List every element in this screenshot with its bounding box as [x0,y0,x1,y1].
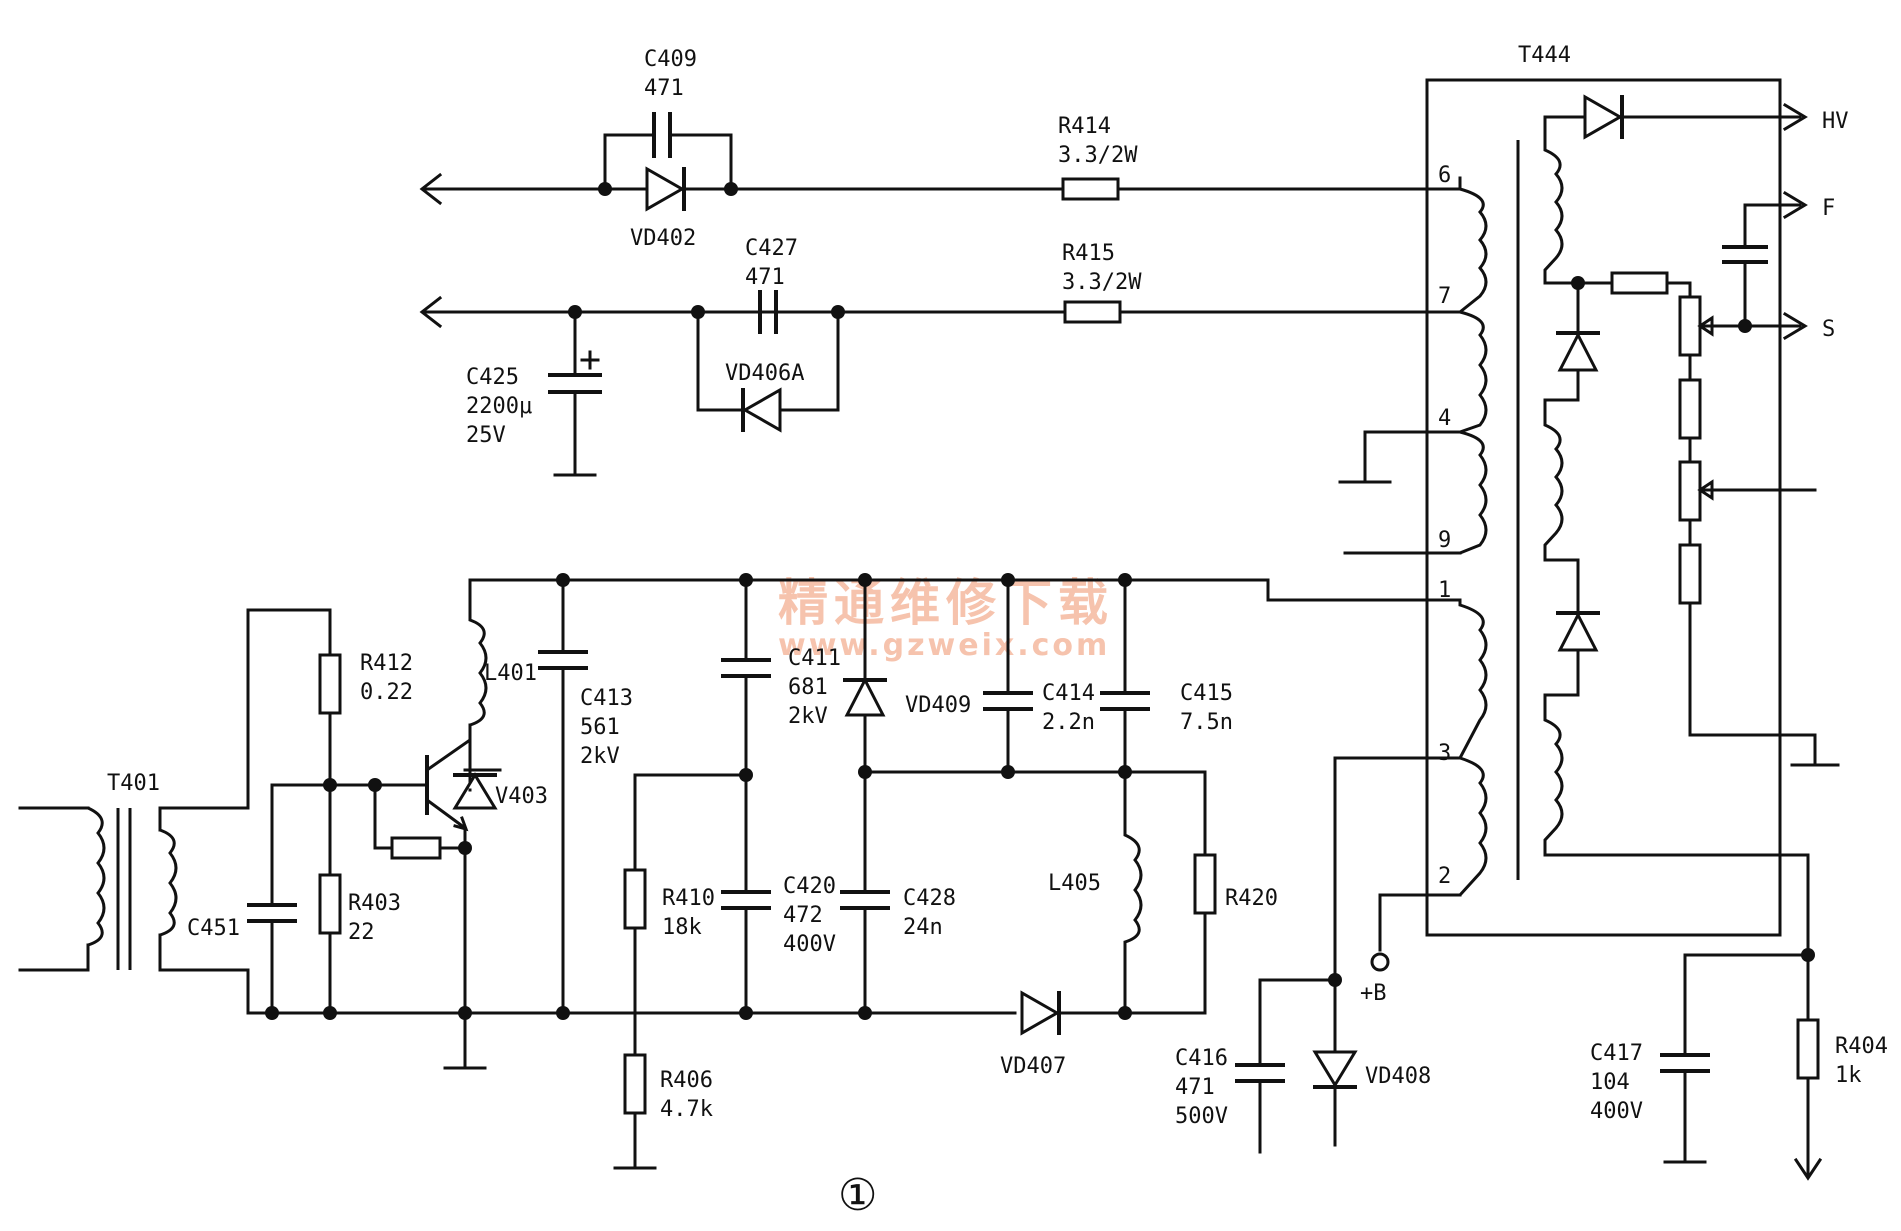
c420-value: 472 [783,903,823,928]
c416-voltage: 500V [1175,1104,1228,1129]
r412-name: R412 [360,651,413,676]
c420-voltage: 400V [783,932,836,957]
c409-name: C409 [644,47,697,72]
r406-name: R406 [660,1068,713,1093]
r420-name: R420 [1225,886,1278,911]
c428-value: 24n [903,915,943,940]
output-f: F [1822,196,1835,221]
c415-value: 7.5n [1180,710,1233,735]
r404-name: R404 [1835,1034,1888,1059]
watermark-site-name: 精通维修下载 [778,574,1114,632]
watermark-url: www.gzweix.com [778,628,1110,663]
figure-number: ① [838,1170,877,1221]
pin-2: 2 [1438,864,1451,889]
output-hv: HV [1822,109,1849,134]
c413-value: 561 [580,715,620,740]
label-t401: T401 [107,771,160,796]
c428-name: C428 [903,886,956,911]
c427-name: C427 [745,236,798,261]
watermark: 精通维修下载 www.gzweix.com [778,574,1114,663]
c416-value: 471 [1175,1075,1215,1100]
c411-voltage: 2kV [788,704,828,729]
c413-name: C413 [580,686,633,711]
vd406a-name: VD406A [725,361,804,386]
l401-name: L401 [484,661,537,686]
r412-value: 0.22 [360,680,413,705]
labels: T444 T401 6 7 4 9 1 3 2 HV F S +B C409 4… [107,43,1888,1221]
abl-section [1660,948,1823,1181]
l405-name: L405 [1048,871,1101,896]
c425-capacitance: 2200μ [466,394,532,419]
c451-name: C451 [187,916,240,941]
pin-1: 1 [1438,578,1451,603]
vd407-name: VD407 [1000,1054,1066,1079]
pin-6: 6 [1438,163,1451,188]
c417-value: 104 [1590,1070,1630,1095]
vd409-name: VD409 [905,693,971,718]
pin-7: 7 [1438,284,1451,309]
r410-value: 18k [662,915,702,940]
c425-name: C425 [466,365,519,390]
r404-value: 1k [1835,1063,1862,1088]
b-plus-section [1235,978,1358,1154]
r415-name: R415 [1062,241,1115,266]
vd402-name: VD402 [630,226,696,251]
rail-pin6 [419,112,1462,212]
c427-value: 471 [745,265,785,290]
r415-value: 3.3/2W [1062,270,1142,295]
c415-name: C415 [1180,681,1233,706]
r410-name: R410 [662,886,715,911]
c414-name: C414 [1042,681,1095,706]
c411-value: 681 [788,675,828,700]
bus-top [468,573,1462,1015]
c414-value: 2.2n [1042,710,1095,735]
c409-value: 471 [644,76,684,101]
pin-9: 9 [1438,528,1451,553]
c416-name: C416 [1175,1046,1228,1071]
rail-pin7 [419,290,1462,477]
output-s: S [1822,317,1835,342]
c411-name: C411 [788,646,841,671]
pin-4: 4 [1438,406,1451,431]
r406-value: 4.7k [660,1097,713,1122]
output-b-plus: +B [1360,981,1387,1006]
r414-name: R414 [1058,114,1111,139]
c420-name: C420 [783,874,836,899]
label-t444: T444 [1518,43,1571,68]
c417-name: C417 [1590,1041,1643,1066]
transformer-t444 [1328,78,1840,987]
c417-voltage: 400V [1590,1099,1643,1124]
v403-name: V403 [495,784,548,809]
pin-3: 3 [1438,741,1451,766]
r403-value: 22 [348,920,375,945]
vd408-name: VD408 [1365,1064,1431,1089]
r414-value: 3.3/2W [1058,143,1138,168]
c413-voltage: 2kV [580,744,620,769]
r403-name: R403 [348,891,401,916]
c425-voltage: 25V [466,423,506,448]
lower-network [613,770,1061,1170]
driver-stage [18,608,1132,1070]
